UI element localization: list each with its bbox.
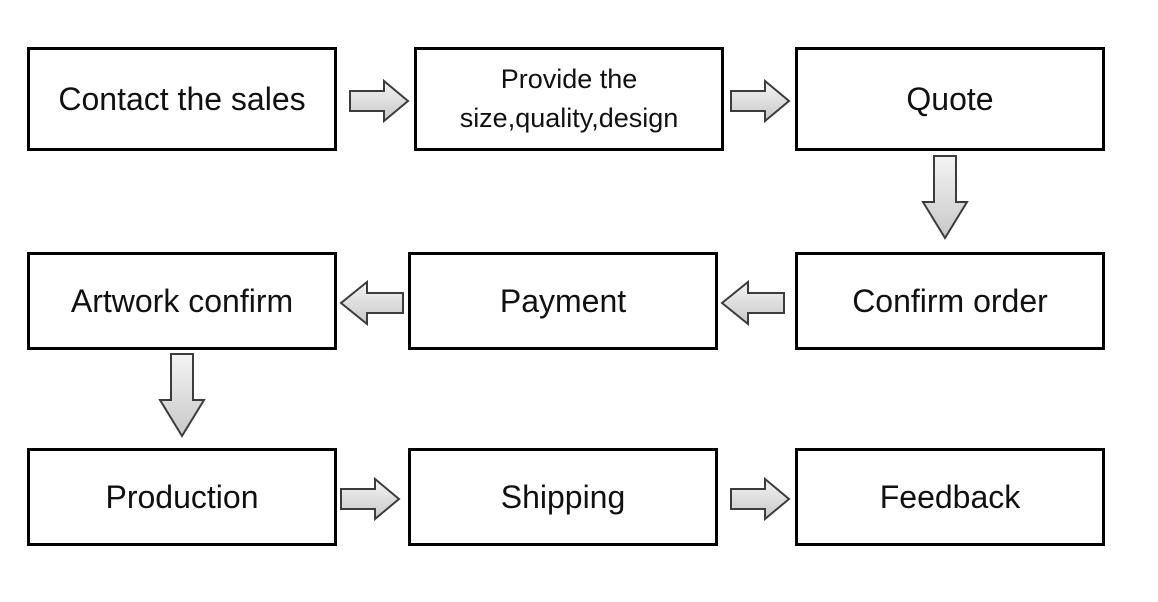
arrow-left-1 [720, 280, 786, 326]
step-provide-details: Provide the size,quality,design [414, 47, 724, 151]
step-contact-sales: Contact the sales [27, 47, 337, 151]
arrow-right-3 [339, 477, 401, 521]
step-artwork-confirm-label: Artwork confirm [70, 283, 294, 319]
step-confirm-order: Confirm order [795, 252, 1105, 350]
arrow-right-2 [729, 79, 791, 123]
arrow-right-4 [729, 477, 791, 521]
step-shipping: Shipping [408, 448, 718, 546]
step-provide-details-text: Provide the size,quality,design [460, 60, 679, 138]
step-feedback-label: Feedback [879, 479, 1021, 515]
step-artwork-confirm: Artwork confirm [27, 252, 337, 350]
step-shipping-label: Shipping [500, 479, 626, 515]
arrow-left-2 [339, 280, 405, 326]
arrow-right-1 [348, 79, 410, 123]
step-production-label: Production [105, 479, 259, 515]
step-payment: Payment [408, 252, 718, 350]
step-contact-sales-label: Contact the sales [58, 81, 306, 117]
step-quote-label: Quote [906, 81, 994, 117]
arrow-down-1 [921, 154, 969, 240]
step-provide-details-line2: size,quality,design [459, 103, 679, 133]
step-provide-details-line1: Provide the [500, 63, 638, 94]
step-production: Production [27, 448, 337, 546]
step-payment-label: Payment [499, 283, 627, 319]
step-confirm-order-label: Confirm order [852, 283, 1048, 319]
step-quote: Quote [795, 47, 1105, 151]
step-feedback: Feedback [795, 448, 1105, 546]
arrow-down-2 [158, 352, 206, 438]
